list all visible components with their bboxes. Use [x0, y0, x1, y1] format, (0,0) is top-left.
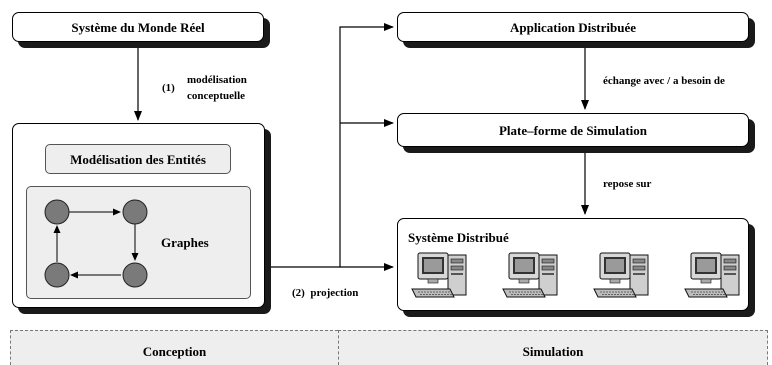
- phase-simulation-label: Simulation: [522, 344, 584, 359]
- step1-line1-label: modélisation: [187, 74, 247, 86]
- plate-forme-simulation-label: Plate–forme de Simulation: [498, 123, 648, 138]
- systeme-monde-reel-box: Système du Monde Réel: [12, 12, 264, 42]
- repose-label: repose sur: [603, 178, 652, 190]
- phase-conception-label: Conception: [142, 344, 207, 359]
- computer-icon: [683, 249, 747, 301]
- step2-projection-label: (2) projection: [292, 287, 359, 299]
- echange-label: échange avec / a besoin de: [603, 75, 725, 87]
- computer-icon: [501, 249, 565, 301]
- step1-line2-label: conceptuelle: [187, 90, 246, 102]
- graphes-label: Graphes: [161, 235, 209, 250]
- systeme-distribue-label: Système Distribué: [408, 230, 509, 245]
- graph-node: [122, 199, 148, 225]
- systeme-monde-reel-label: Système du Monde Réel: [71, 20, 205, 35]
- graph-node: [44, 199, 70, 225]
- phase-simulation-band: Simulation: [338, 330, 768, 365]
- modelisation-entites-box: Modélisation des Entités: [45, 144, 231, 174]
- phase-conception-band: Conception: [10, 330, 338, 365]
- modelisation-box: Modélisation des Entités Graphes: [12, 123, 265, 308]
- graph-drawing: [44, 199, 148, 288]
- plate-forme-simulation-box: Plate–forme de Simulation: [397, 113, 749, 147]
- computer-icon: [592, 249, 656, 301]
- modelisation-entites-label: Modélisation des Entités: [70, 152, 206, 167]
- application-distribuee-box: Application Distribuée: [397, 12, 749, 42]
- computer-icon: [410, 249, 474, 301]
- graph-node: [122, 262, 148, 288]
- arrow-projection-bus: [270, 23, 394, 268]
- graph-node: [44, 262, 70, 288]
- step1-number-label: (1): [162, 82, 175, 94]
- application-distribuee-label: Application Distribuée: [509, 20, 637, 35]
- graphes-panel: Graphes: [26, 186, 251, 299]
- systeme-distribue-box: Système Distribué: [397, 218, 749, 311]
